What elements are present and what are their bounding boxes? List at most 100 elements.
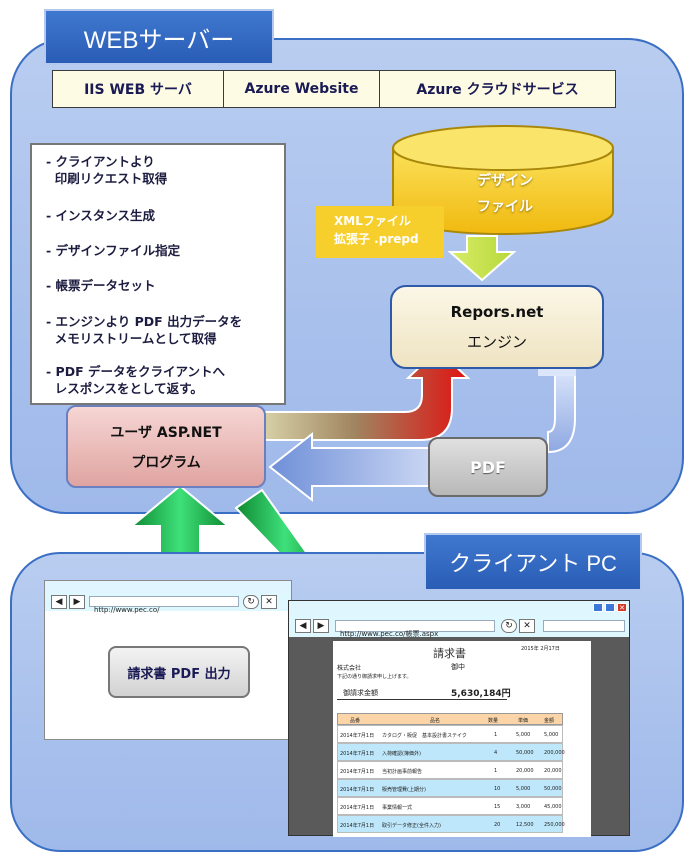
web-server-title-text: WEBサーバー bbox=[83, 26, 235, 54]
client-pc-title: クライアント PC bbox=[424, 533, 642, 591]
row-2-col-5: 200,000 bbox=[544, 750, 565, 756]
note-set-design-file: - デザインファイル指定 bbox=[46, 243, 181, 258]
front-titlebar: ✕ bbox=[289, 601, 629, 615]
design-file-label-line1: デザイン bbox=[477, 173, 533, 189]
engine-subtitle: エンジン bbox=[466, 332, 527, 351]
xml-note-line2: 拡張子 .prepd bbox=[334, 232, 419, 246]
row-5-col-4: 3,000 bbox=[516, 804, 531, 810]
xml-file-note: XMLファイル 拡張子 .prepd bbox=[316, 206, 444, 258]
header-col-4: 単価 bbox=[518, 718, 529, 724]
note-set-report-data: - 帳票データセット bbox=[46, 278, 156, 293]
row-2-col-2: 入荷確認(簿価外) bbox=[382, 751, 421, 757]
row-1-col-3: 1 bbox=[494, 732, 498, 738]
header-col-2: 品名 bbox=[430, 718, 441, 724]
xml-note-line1: XMLファイル bbox=[334, 214, 411, 228]
platform-bar: IIS WEB サーバ Azure Website Azure クラウドサービス bbox=[52, 70, 616, 108]
client-pc-title-text: クライアント PC bbox=[449, 551, 617, 576]
back-button[interactable]: ◀ bbox=[51, 595, 67, 609]
front-stop-icon[interactable]: ✕ bbox=[519, 619, 535, 633]
invoice-table-row: 2014年7月1日 入荷確認(簿価外) 4 50,000 200,000 bbox=[337, 743, 565, 761]
header-col-1: 品番 bbox=[350, 718, 361, 724]
row-6-col-2: 取引データ修正(全件入力) bbox=[382, 823, 441, 829]
row-4-col-4: 5,000 bbox=[516, 786, 531, 792]
user-program-line1: ユーザ ASP.NET bbox=[110, 424, 222, 441]
invoice-pdf-output-label: 請求書 PDF 出力 bbox=[127, 666, 231, 682]
row-3-col-3: 1 bbox=[494, 768, 498, 774]
invoice-table-row: 2014年7月1日 カタログ・販促 基本設計書ステイク 1 5,000 5,00… bbox=[337, 725, 563, 743]
forward-button[interactable]: ▶ bbox=[69, 595, 85, 609]
maximize-icon[interactable] bbox=[605, 603, 615, 612]
invoice-table-row: 2014年7月1日 販売管理費(上期分) 10 5,000 50,000 bbox=[337, 779, 563, 797]
invoice-title: 請求書 bbox=[433, 647, 466, 660]
web-server-title: WEBサーバー bbox=[44, 9, 274, 65]
row-5-col-3: 15 bbox=[494, 804, 501, 810]
row-3-col-2: 当初計画事前報告 bbox=[382, 769, 423, 775]
invoice-customer: 株式会社 bbox=[337, 665, 362, 672]
front-toolbar: ◀ ▶ http://www.pec.co/帳票.aspx ↻ ✕ bbox=[289, 615, 629, 638]
reports-engine-box: Repors.net エンジン bbox=[390, 285, 604, 369]
row-3-col-5: 20,000 bbox=[544, 768, 562, 774]
invoice-table-header: 品番 品名 数量 単価 金額 bbox=[337, 713, 563, 725]
design-file-cylinder bbox=[392, 125, 614, 235]
invoice-amount: 5,630,184円 bbox=[451, 689, 511, 699]
platform-azure-website: Azure Website bbox=[224, 71, 380, 107]
row-3-col-4: 20,000 bbox=[516, 768, 534, 774]
invoice-date: 2015年 2月17日 bbox=[521, 646, 560, 652]
front-address-bar[interactable]: http://www.pec.co/帳票.aspx bbox=[335, 620, 495, 638]
header-col-5: 金額 bbox=[544, 718, 555, 724]
row-4-col-5: 50,000 bbox=[544, 786, 562, 792]
row-4-col-1: 2014年7月1日 bbox=[340, 787, 375, 793]
note-return-pdf: - PDF データをクライアントへ レスポンスをとして返す。 bbox=[46, 364, 225, 396]
invoice-honorific: 御中 bbox=[451, 663, 465, 671]
row-6-col-4: 12,500 bbox=[516, 822, 534, 828]
minimize-icon[interactable] bbox=[593, 603, 603, 612]
platform-azure-cloud-service: Azure クラウドサービス bbox=[416, 82, 579, 98]
browser-back-toolbar: ◀ ▶ http://www.pec.co/ ↻ ✕ bbox=[45, 593, 291, 614]
note-get-pdf-stream: - エンジンより PDF 出力データを メモリストリームとして取得 bbox=[46, 314, 243, 346]
row-2-col-4: 50,000 bbox=[516, 750, 534, 756]
row-5-col-2: 事業情報一式 bbox=[382, 805, 413, 811]
back-url: http://www.pec.co/ bbox=[94, 606, 160, 614]
invoice-table-row: 2014年7月1日 取引データ修正(全件入力) 20 12,500 250,00… bbox=[337, 815, 565, 833]
platform-iis: IIS WEB サーバ bbox=[53, 71, 224, 107]
browser-back-titlebar bbox=[45, 581, 291, 593]
front-url: http://www.pec.co/帳票.aspx bbox=[340, 630, 439, 638]
close-icon[interactable]: ✕ bbox=[617, 603, 627, 612]
user-program-line2: プログラム bbox=[131, 454, 201, 471]
header-col-3: 数量 bbox=[488, 718, 499, 724]
pdf-label: PDF bbox=[470, 457, 506, 477]
row-4-col-3: 10 bbox=[494, 786, 501, 792]
row-1-col-2: カタログ・販促 基本設計書ステイク bbox=[382, 733, 467, 739]
row-6-col-5: 250,000 bbox=[544, 822, 565, 828]
front-search-box[interactable] bbox=[543, 620, 625, 632]
browser-window-front: ✕ ◀ ▶ http://www.pec.co/帳票.aspx ↻ ✕ 請求書 … bbox=[288, 600, 630, 837]
row-1-col-5: 5,000 bbox=[544, 732, 559, 738]
back-stop-icon[interactable]: ✕ bbox=[261, 595, 277, 609]
row-6-col-3: 20 bbox=[494, 822, 501, 828]
front-refresh-icon[interactable]: ↻ bbox=[501, 619, 517, 633]
engine-name: Repors.net bbox=[450, 302, 544, 321]
row-5-col-5: 45,000 bbox=[544, 804, 562, 810]
row-2-col-3: 4 bbox=[494, 750, 498, 756]
row-3-col-1: 2014年7月1日 bbox=[340, 769, 375, 775]
back-address-bar[interactable]: http://www.pec.co/ bbox=[89, 596, 239, 614]
front-forward-button[interactable]: ▶ bbox=[313, 619, 329, 633]
row-1-col-1: 2014年7月1日 bbox=[340, 733, 375, 739]
invoice-amount-label: 御請求金額 bbox=[343, 689, 378, 697]
row-1-col-4: 5,000 bbox=[516, 732, 531, 738]
design-file-label: デザイン ファイル bbox=[440, 168, 570, 218]
process-notes: - クライアントより 印刷リクエスト取得 - インスタンス生成 - デザインファ… bbox=[30, 143, 286, 405]
note-create-instance: - インスタンス生成 bbox=[46, 208, 156, 223]
row-5-col-1: 2014年7月1日 bbox=[340, 805, 375, 811]
row-6-col-1: 2014年7月1日 bbox=[340, 823, 375, 829]
pdf-box: PDF bbox=[428, 437, 548, 497]
back-refresh-icon[interactable]: ↻ bbox=[243, 595, 259, 609]
front-back-button[interactable]: ◀ bbox=[295, 619, 311, 633]
invoice-pdf-output-button[interactable]: 請求書 PDF 出力 bbox=[108, 646, 250, 698]
user-aspnet-program-box: ユーザ ASP.NET プログラム bbox=[66, 405, 266, 488]
pdf-to-program-arrow bbox=[268, 431, 431, 503]
invoice-greeting: 下記の通り御請求申し上げます。 bbox=[337, 674, 412, 680]
invoice-amount-underline bbox=[337, 699, 507, 700]
row-2-col-1: 2014年7月1日 bbox=[340, 751, 375, 757]
file-to-engine-arrow bbox=[447, 235, 517, 282]
